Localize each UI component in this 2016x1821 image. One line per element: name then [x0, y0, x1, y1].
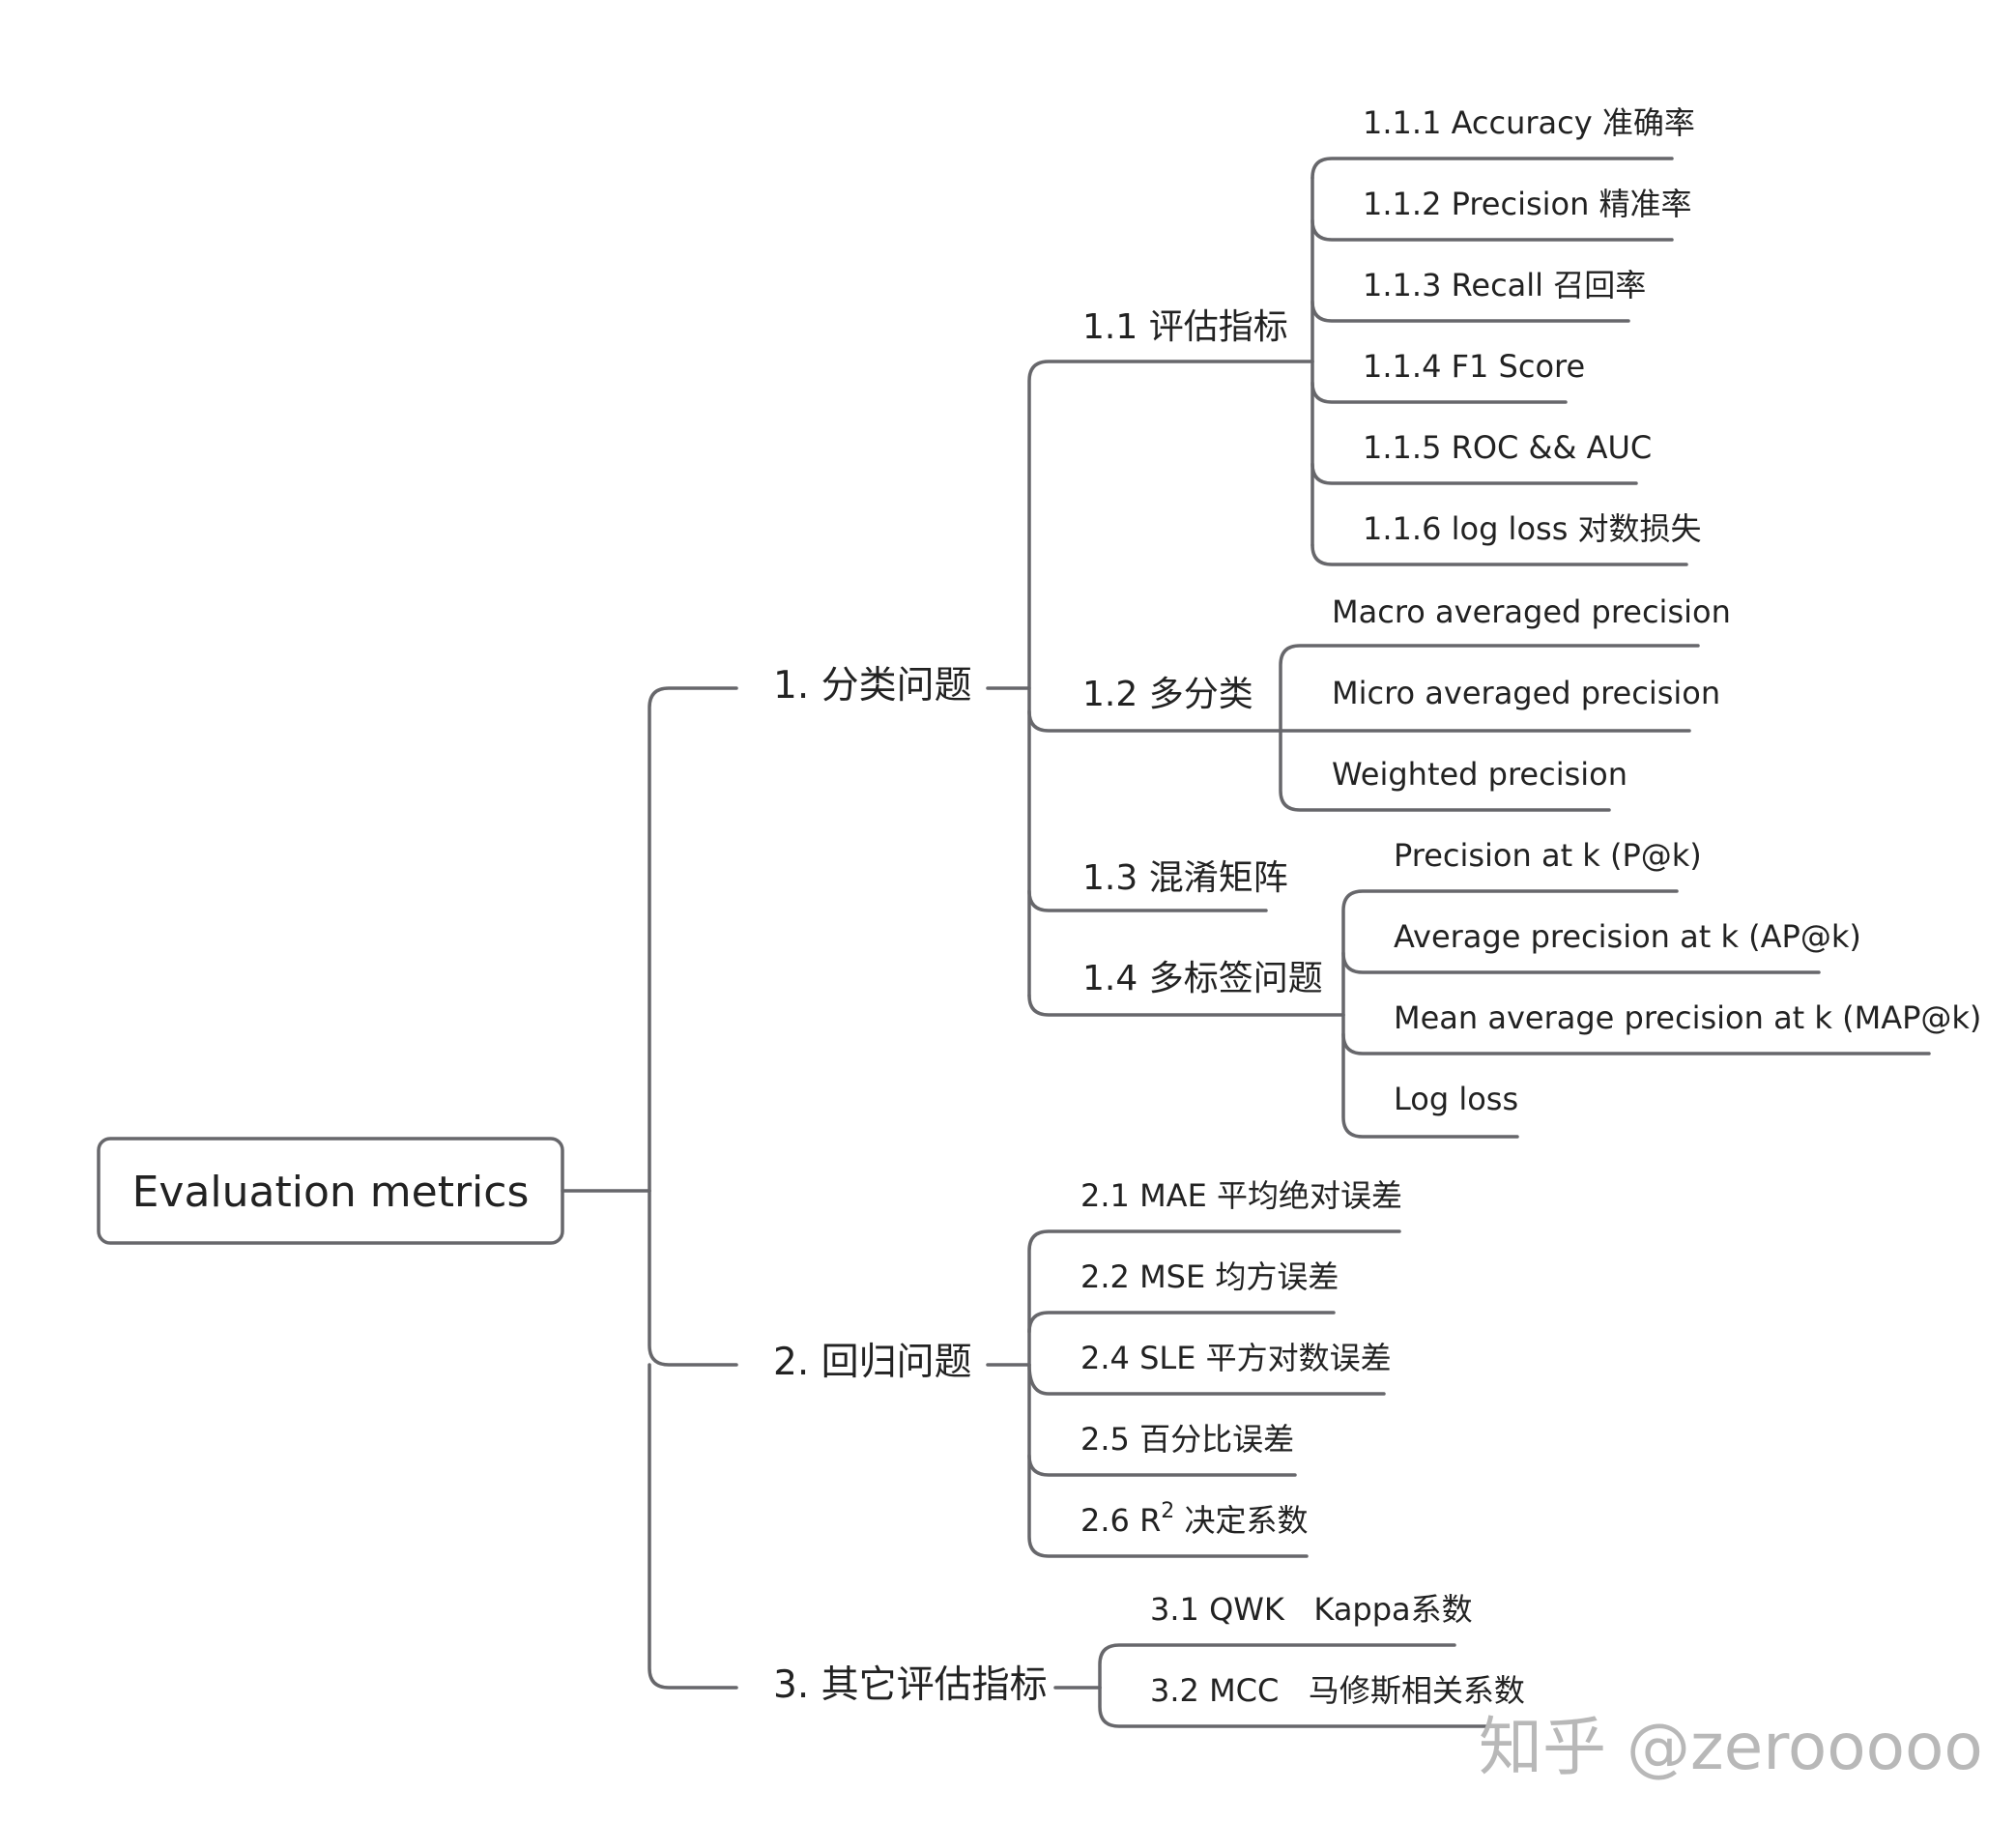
node-1-1-label: 1.1 评估指标 — [1082, 307, 1288, 347]
branch-3-label: 3. 其它评估指标 — [773, 1663, 1048, 1707]
leaf-3-2: 3.2 MCC 马修斯相关系数 — [1150, 1672, 1525, 1709]
node-1-3-label: 1.3 混淆矩阵 — [1082, 858, 1288, 898]
branch-1-label: 1. 分类问题 — [773, 664, 972, 708]
leaf-1-1-5: 1.1.5 ROC && AUC — [1363, 429, 1652, 466]
leaf-1-4-2: Average precision at k (AP@k) — [1394, 918, 1861, 955]
branch2-arm-1 — [1027, 1229, 1401, 1367]
root-label: Evaluation metrics — [132, 1168, 530, 1217]
branch3-arm-2 — [1098, 1686, 1490, 1728]
leaf-2-2: 2.2 MSE 均方误差 — [1080, 1258, 1339, 1295]
branch2-arm-5 — [1027, 1454, 1309, 1558]
group-1-2-line-3 — [1279, 729, 1611, 812]
leaf-1-2-3: Weighted precision — [1332, 756, 1627, 793]
branch1-arm-1-1 — [1027, 360, 1314, 997]
leaf-2-5-suffix: 决定系数 — [1174, 1502, 1308, 1539]
leaf-2-1: 2.1 MAE 平均绝对误差 — [1080, 1177, 1402, 1214]
spine-branch-3 — [648, 1363, 738, 1690]
group-1-4-line-3 — [1341, 1032, 1931, 1055]
branch2-arm-2 — [1027, 1311, 1336, 1334]
group-1-1-line-1 — [1310, 157, 1674, 180]
leaf-2-3: 2.4 SLE 平方对数误差 — [1080, 1340, 1392, 1376]
watermark: 知乎 @zerooooo — [1479, 1710, 1983, 1784]
group-1-1-line-6 — [1310, 543, 1688, 566]
leaf-1-2-1: Macro averaged precision — [1332, 593, 1731, 630]
leaf-1-4-3: Mean average precision at k (MAP@k) — [1394, 999, 1981, 1036]
leaf-1-2-2: Micro averaged precision — [1332, 675, 1720, 711]
leaf-1-1-6: 1.1.6 log loss 对数损失 — [1363, 510, 1702, 547]
leaf-1-1-3: 1.1.3 Recall 召回率 — [1363, 267, 1646, 304]
group-1-4-line-2 — [1341, 951, 1821, 974]
spine-branch-2 — [648, 1189, 738, 1367]
connectors — [97, 157, 1931, 1728]
branch-2-label: 2. 回归问题 — [773, 1341, 972, 1384]
node-1-2-label: 1.2 多分类 — [1082, 675, 1253, 714]
leaf-2-4: 2.5 百分比误差 — [1080, 1421, 1294, 1458]
leaf-1-1-1: 1.1.1 Accuracy 准确率 — [1363, 104, 1695, 141]
group-1-4-spine — [1341, 1013, 1519, 1139]
branch1-arm-1-4 — [1027, 994, 1345, 1017]
node-1-4-label: 1.4 多标签问题 — [1082, 959, 1323, 998]
leaf-2-5: 2.6 R2 决定系数 — [1080, 1499, 1308, 1539]
leaf-3-1: 3.1 QWK Kappa系数 — [1150, 1591, 1473, 1628]
group-1-4-line-1 — [1341, 889, 1679, 1017]
labels: Evaluation metrics 1. 分类问题 2. 回归问题 3. 其它… — [132, 104, 1983, 1784]
group-1-1-line-5 — [1310, 462, 1638, 485]
branch2-arm-4 — [1027, 1363, 1297, 1477]
leaf-2-5-prefix: 2.6 R — [1080, 1502, 1161, 1539]
leaf-1-4-1: Precision at k (P@k) — [1394, 837, 1702, 874]
group-1-1-line-2 — [1310, 218, 1674, 242]
leaf-1-4-4: Log loss — [1394, 1081, 1518, 1117]
group-1-1-line-3 — [1310, 300, 1630, 323]
branch1-arm-1-2 — [1027, 709, 1282, 733]
group-1-1-line-4 — [1310, 381, 1568, 404]
leaf-1-1-2: 1.1.2 Precision 精准率 — [1363, 186, 1692, 222]
branch1-arm-1-3 — [1027, 889, 1268, 912]
leaf-1-1-4: 1.1.4 F1 Score — [1363, 348, 1585, 385]
group-1-2-line-1 — [1279, 644, 1700, 733]
leaf-2-5-superscript: 2 — [1161, 1499, 1174, 1523]
spine-branch-1 — [648, 686, 738, 1193]
branch3-arm-1 — [1098, 1643, 1456, 1690]
